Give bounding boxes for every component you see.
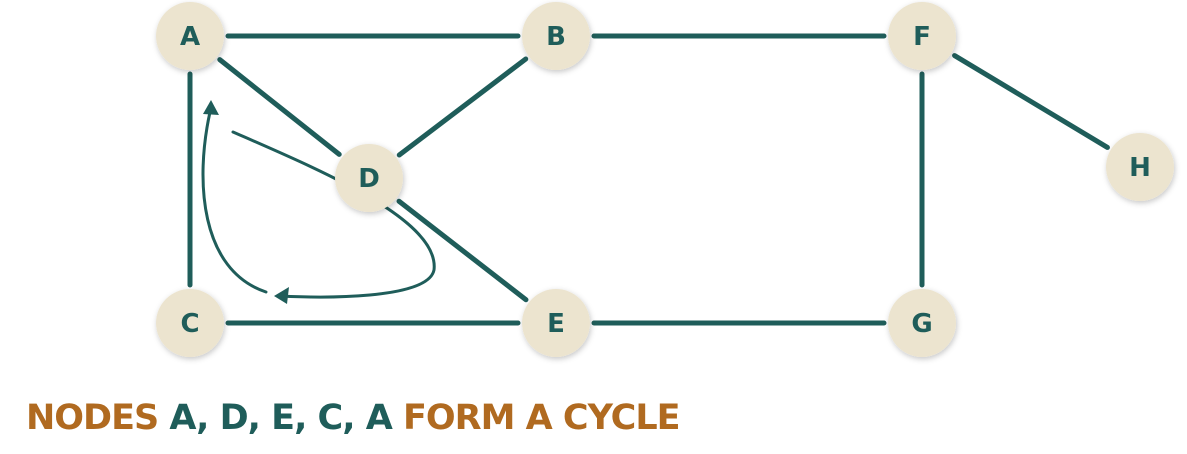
- node-label-C: C: [180, 309, 199, 339]
- node-G: G: [888, 289, 956, 357]
- node-circle-G: [888, 289, 956, 357]
- edge-B-D: [396, 56, 529, 158]
- nodes: A B F D H C E G: [156, 2, 1174, 357]
- node-label-B: B: [546, 22, 566, 52]
- node-circle-A: [156, 2, 224, 70]
- node-E: E: [522, 289, 590, 357]
- cycle-arrowhead-bottom: [274, 287, 289, 304]
- node-D: D: [335, 144, 403, 212]
- node-F: F: [888, 2, 956, 70]
- edge-F-H: [952, 53, 1110, 150]
- cycle-caption: NODES A, D, E, C, A FORM A CYCLE: [26, 398, 681, 438]
- cycle-arrow-annotation: [201, 100, 436, 304]
- node-label-H: H: [1129, 153, 1151, 183]
- node-circle-C: [156, 289, 224, 357]
- node-circle-D: [335, 144, 403, 212]
- node-A: A: [156, 2, 224, 70]
- edge-A-D: [217, 57, 342, 157]
- caption-suffix: FORM A CYCLE: [391, 398, 681, 438]
- node-circle-H: [1106, 133, 1174, 201]
- node-C: C: [156, 289, 224, 357]
- node-label-F: F: [913, 22, 931, 52]
- node-label-D: D: [358, 164, 380, 194]
- node-circle-B: [522, 2, 590, 70]
- caption-cycle-nodes: A, D, E, C, A: [169, 398, 392, 438]
- cycle-arrow-path-left: [201, 110, 268, 294]
- cycle-arrow-path: [231, 130, 436, 299]
- node-B: B: [522, 2, 590, 70]
- node-H: H: [1106, 133, 1174, 201]
- node-label-G: G: [911, 309, 932, 339]
- node-circle-F: [888, 2, 956, 70]
- node-label-E: E: [547, 309, 565, 339]
- cycle-arrowhead-top: [203, 100, 219, 115]
- node-circle-E: [522, 289, 590, 357]
- edge-D-E: [396, 198, 529, 303]
- node-label-A: A: [180, 22, 200, 52]
- caption-prefix: NODES: [26, 398, 170, 438]
- edges: [187, 33, 1110, 326]
